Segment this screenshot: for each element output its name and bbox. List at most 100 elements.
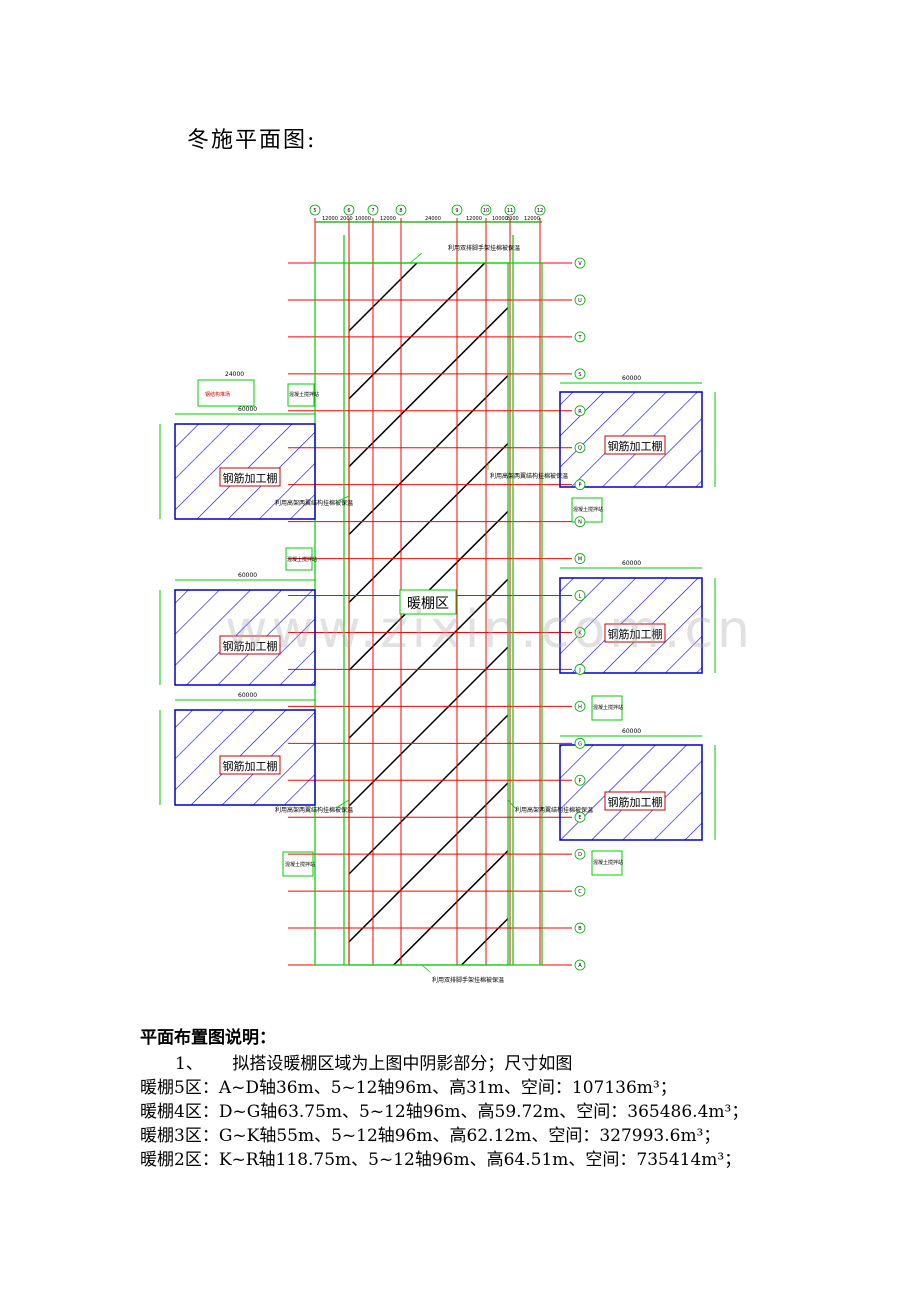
- svg-text:F: F: [579, 778, 582, 784]
- warm-shed-label: 暖棚区: [407, 596, 449, 612]
- svg-text:混凝土搅拌站: 混凝土搅拌站: [287, 556, 317, 563]
- svg-text:混凝土搅拌站: 混凝土搅拌站: [289, 391, 319, 398]
- axis-bubble-D: [574, 848, 586, 860]
- svg-text:C: C: [578, 889, 582, 895]
- svg-text:12: 12: [537, 208, 543, 214]
- axis-bubble-12: [534, 204, 546, 216]
- winter-construction-plan-drawing: 钢筋加工棚 钢筋加工棚 钢筋加工棚 钢筋加工棚 钢筋加工棚 钢筋加工棚: [159, 204, 716, 984]
- svg-text:11: 11: [507, 208, 513, 214]
- svg-text:2000: 2000: [506, 216, 519, 222]
- axis-bubble-T: [574, 331, 586, 343]
- svg-text:M: M: [578, 557, 582, 563]
- svg-text:J: J: [578, 667, 580, 673]
- svg-text:利用双排脚手架挂棉被保温: 利用双排脚手架挂棉被保温: [448, 244, 520, 252]
- zone-4-description: 暖棚4区：D~G轴63.75m、5~12轴96m、高59.72m、空间：3654…: [140, 1102, 749, 1122]
- axis-bubble-R: [574, 405, 586, 417]
- axis-bubble-8: [395, 204, 407, 216]
- svg-text:利用高架两翼结构挂棉被保温: 利用高架两翼结构挂棉被保温: [275, 499, 353, 507]
- axis-bubble-F: [574, 774, 586, 786]
- axis-bubble-A: [574, 959, 586, 971]
- axis-bubble-M: [574, 553, 586, 564]
- svg-text:混凝土搅拌站: 混凝土搅拌站: [573, 506, 603, 513]
- legend-item-1: 1、 拟搭设暖棚区域为上图中阴影部分；尺寸如图: [175, 1049, 572, 1074]
- svg-text:钢筋加工棚: 钢筋加工棚: [608, 627, 663, 641]
- axis-bubble-V: [574, 257, 586, 269]
- svg-text:A: A: [578, 963, 582, 969]
- axis-bubble-U: [574, 294, 586, 306]
- axis-bubble-10: [480, 204, 492, 216]
- axis-bubble-N: [574, 516, 586, 528]
- axis-bubble-E: [574, 811, 586, 823]
- axis-bubble-5: [309, 204, 321, 216]
- svg-text:60000: 60000: [238, 572, 257, 579]
- zone-3-description: 暖棚3区：G~K轴55m、5~12轴96m、高62.12m、空间：327993.…: [140, 1126, 721, 1146]
- svg-text:P: P: [578, 483, 581, 489]
- svg-text:L: L: [579, 594, 582, 600]
- svg-text:60000: 60000: [238, 692, 257, 699]
- axis-bubble-9: [451, 204, 463, 216]
- svg-text:利用高架两翼结构挂棉被保温: 利用高架两翼结构挂棉被保温: [515, 806, 593, 814]
- svg-text:钢筋加工棚: 钢筋加工棚: [608, 795, 663, 809]
- svg-text:60000: 60000: [238, 406, 257, 413]
- axis-bubble-L: [574, 590, 586, 601]
- svg-text:利用双排脚手架挂棉被保温: 利用双排脚手架挂棉被保温: [432, 976, 504, 984]
- axis-bubble-S: [574, 368, 586, 380]
- svg-text:12000: 12000: [322, 216, 338, 222]
- svg-text:24000: 24000: [225, 371, 244, 378]
- svg-text:24000: 24000: [425, 216, 441, 222]
- svg-text:N: N: [578, 520, 582, 526]
- svg-text:8: 8: [399, 208, 402, 214]
- axis-bubble-Q: [574, 442, 586, 454]
- axis-bubble-P: [574, 479, 586, 491]
- axis-bubble-7: [367, 204, 379, 216]
- svg-text:2000: 2000: [340, 216, 353, 222]
- svg-text:10000: 10000: [355, 216, 371, 222]
- svg-text:B: B: [578, 926, 582, 932]
- svg-text:钢筋加工棚: 钢筋加工棚: [223, 471, 278, 485]
- svg-text:6: 6: [347, 208, 350, 214]
- axis-bubble-6: [343, 204, 355, 216]
- legend-heading: 平面布置图说明：: [140, 1028, 276, 1048]
- svg-text:12000: 12000: [524, 216, 540, 222]
- svg-text:12000: 12000: [466, 216, 482, 222]
- svg-text:9: 9: [455, 208, 458, 214]
- svg-text:钢结构堆场: 钢结构堆场: [205, 391, 230, 398]
- svg-text:60000: 60000: [622, 728, 641, 735]
- svg-text:60000: 60000: [622, 560, 641, 567]
- svg-text:混凝土搅拌站: 混凝土搅拌站: [593, 704, 623, 711]
- svg-text:10: 10: [483, 208, 489, 214]
- svg-text:混凝土搅拌站: 混凝土搅拌站: [285, 861, 315, 868]
- svg-text:T: T: [577, 335, 582, 341]
- svg-text:H: H: [578, 704, 582, 710]
- svg-text:12000: 12000: [380, 216, 396, 222]
- svg-text:G: G: [578, 741, 582, 747]
- axis-bubble-B: [574, 922, 586, 934]
- svg-text:钢筋加工棚: 钢筋加工棚: [223, 759, 278, 773]
- legend-item-1-text: 拟搭设暖棚区域为上图中阴影部分；尺寸如图: [232, 1054, 573, 1074]
- rebar-shed-left-2: 钢筋加工棚: [174, 589, 316, 686]
- page-title: 冬施平面图:: [187, 128, 317, 153]
- svg-text:V: V: [578, 261, 582, 267]
- svg-text:60000: 60000: [622, 375, 641, 382]
- axis-bubble-K: [574, 627, 586, 638]
- svg-text:10000: 10000: [492, 216, 508, 222]
- zone-5-description: 暖棚5区：A~D轴36m、5~12轴96m、高31m、空间：107136m³；: [140, 1078, 677, 1098]
- svg-text:S: S: [578, 372, 581, 378]
- svg-text:利用高架两翼结构挂棉被保温: 利用高架两翼结构挂棉被保温: [275, 806, 353, 814]
- axis-bubble-C: [574, 885, 586, 897]
- svg-text:E: E: [578, 815, 581, 821]
- axis-bubble-11: [504, 204, 516, 216]
- axis-bubble-G: [574, 737, 586, 749]
- svg-text:混凝土搅拌站: 混凝土搅拌站: [593, 859, 623, 866]
- svg-text:Q: Q: [578, 446, 582, 452]
- rebar-shed-left-1: 钢筋加工棚: [174, 423, 316, 520]
- legend-item-1-number: 1、: [175, 1054, 203, 1074]
- rebar-shed-right-3: 钢筋加工棚: [559, 744, 703, 841]
- svg-text:钢筋加工棚: 钢筋加工棚: [223, 639, 278, 653]
- axis-bubble-J: [574, 664, 586, 675]
- steel-yard: [197, 379, 255, 407]
- svg-text:R: R: [578, 409, 582, 415]
- rebar-shed-left-3: 钢筋加工棚: [174, 709, 316, 806]
- axis-bubble-H: [574, 700, 586, 712]
- svg-text:7: 7: [371, 208, 374, 214]
